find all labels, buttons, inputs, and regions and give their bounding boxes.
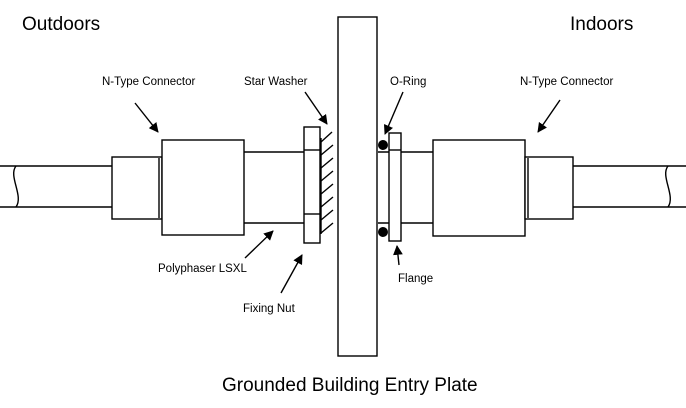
arrow-fixing-nut [281, 255, 302, 293]
indoor-cable [573, 166, 686, 207]
label-star-washer: Star Washer [244, 76, 308, 88]
arrow-flange [397, 246, 399, 265]
label-n-type-connector-left: N-Type Connector [102, 76, 195, 88]
indoors-heading: Indoors [570, 14, 633, 35]
label-polyphaser: Polyphaser LSXL [158, 263, 247, 275]
star-washer [321, 132, 333, 234]
label-flange: Flange [398, 273, 433, 285]
label-o-ring: O-Ring [390, 76, 426, 88]
caption: Grounded Building Entry Plate [222, 375, 478, 396]
arrow-polyphaser [245, 231, 273, 258]
outdoor-cable [0, 166, 112, 207]
flange [389, 133, 401, 241]
o-ring-bottom [378, 227, 388, 237]
entry-plate [338, 17, 377, 356]
arrow-o-ring [385, 92, 403, 134]
arrow-n-type-connector-right [538, 100, 560, 132]
fixing-nut [304, 127, 320, 243]
n-type-connector-right [433, 140, 573, 236]
n-type-connector-left [112, 140, 244, 235]
outdoors-heading: Outdoors [22, 14, 100, 35]
label-fixing-nut: Fixing Nut [243, 303, 296, 315]
arrow-star-washer [305, 92, 327, 124]
o-ring-top [378, 140, 388, 150]
arrow-n-type-connector-left [135, 103, 158, 132]
label-n-type-connector-right: N-Type Connector [520, 76, 613, 88]
